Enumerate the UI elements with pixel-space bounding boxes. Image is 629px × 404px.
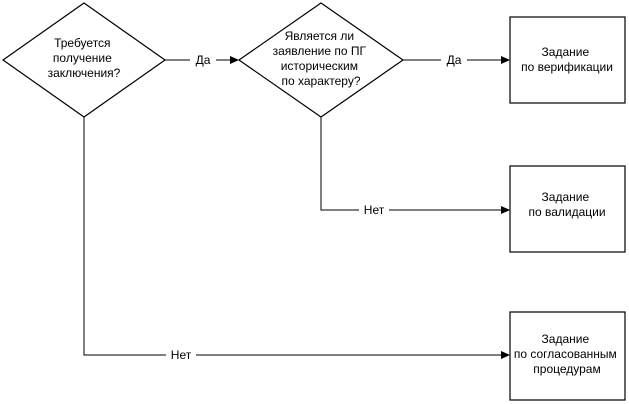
edge-label-no-1: Нет [171,348,192,362]
edge-no-2-line [320,117,502,211]
decision-text: Является ли заявление по ПГ историческим… [273,29,370,88]
decision-diamond [1,2,167,118]
task-text: Задание по согласованным процедурам [514,332,620,376]
task-validation: Задание по валидации [509,165,626,253]
task-text-line: Задание [542,190,590,204]
edge-labels: Да Да Нет Нет [166,52,467,363]
task-verification: Задание по верификации [509,16,626,104]
decision-text-line: историческим [281,59,358,73]
edge-yes-2-arrowhead [501,56,510,64]
task-text-line: Задание [542,45,590,59]
decision-text-line: заключения? [48,66,121,80]
decision-requires-conclusion: Требуется получение заключения? [1,2,167,118]
decision-text-line: заявление по ПГ [273,44,367,58]
connectors [83,56,510,359]
decision-text-line: по характеру? [281,74,360,88]
edge-yes-1-arrowhead [230,56,239,64]
decision-text-line: Требуется [54,36,110,50]
decision-text-line: получение [53,51,112,65]
task-text: Задание по валидации [528,190,605,219]
edge-no-1-arrowhead [501,351,510,359]
decision-historical-statement: Является ли заявление по ПГ историческим… [237,2,405,118]
edge-no-2-arrowhead [501,206,510,214]
task-text-line: процедурам [533,362,600,376]
edge-no-1-line [83,117,502,356]
edge-label-yes-2: Да [447,53,462,67]
decision-text: Требуется получение заключения? [48,36,121,80]
edge-label-no-2: Нет [364,203,385,217]
task-text-line: по верификации [521,60,613,74]
task-agreed-procedures: Задание по согласованным процедурам [509,311,626,401]
task-box [509,165,626,253]
decision-text-line: Является ли [285,29,354,43]
decision-diamond [237,2,405,118]
task-text: Задание по верификации [521,45,613,74]
task-box [509,311,626,401]
task-text-line: по согласованным [514,347,617,361]
task-text-line: по валидации [528,205,605,219]
task-text-line: Задание [542,332,590,346]
edge-label-yes-1: Да [196,53,211,67]
task-box [509,16,626,104]
